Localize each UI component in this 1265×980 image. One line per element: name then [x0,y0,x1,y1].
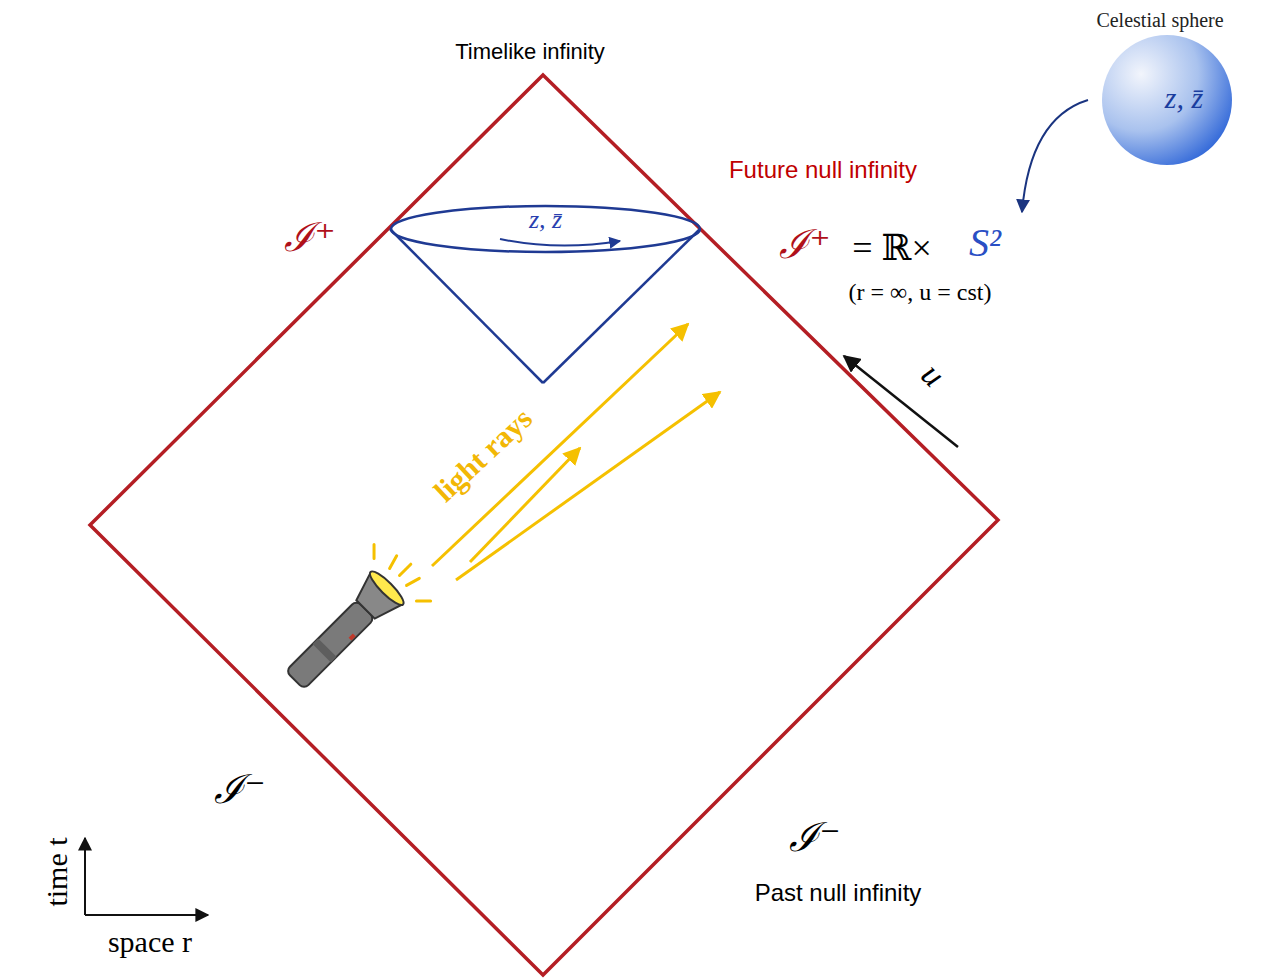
pointer-arrow [1022,100,1088,212]
axis-label: time t [42,837,72,906]
ray-label: light rays [429,403,538,507]
region-name: Past null infinity [755,881,922,905]
math-text: = ℝ× [852,230,932,266]
axis-label: space r [108,927,192,957]
celestial-sphere: Celestial sphere z, z̄ [1058,4,1262,170]
coordinate-text: z, z̄ [529,207,562,233]
space-axis [85,914,208,916]
coordinate-name: u [915,357,951,393]
coordinate-text: z, z̄ [1165,83,1203,113]
coordinate-note: (r = ∞, u = cst) [849,280,992,304]
scri-symbol: ℐ⁻ [214,770,265,810]
light-ray [456,392,720,580]
region-name: Future null infinity [729,158,917,182]
flashlight [267,536,440,709]
penrose-diamond [90,75,998,975]
u-arrow [844,356,958,447]
cone-section: z, z̄ [388,203,703,255]
sphere-symbol: S² [969,223,1001,263]
node-heading: Celestial sphere [1096,10,1223,30]
scri-symbol: ℐ⁺ [779,225,830,265]
region-name: Timelike infinity [455,41,605,63]
scri-symbol: ℐ⁻ [789,818,840,858]
time-axis [84,838,86,915]
scri-symbol: ℐ⁺ [284,218,335,258]
